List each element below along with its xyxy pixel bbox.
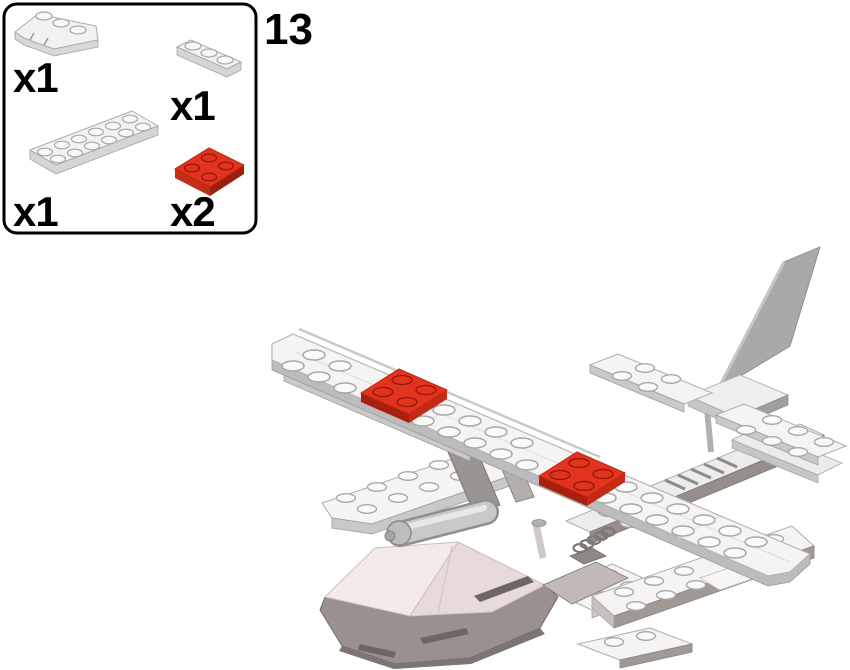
quantity-label-2: x1 (170, 82, 215, 129)
quantity-label-1: x1 (13, 54, 58, 101)
piece-wedge-plate-4x2-icon (14, 11, 99, 57)
quantity-label-4: x2 (170, 188, 215, 235)
bottom-step-plate (576, 627, 694, 669)
quantity-label-3: x1 (13, 188, 58, 235)
cockpit-deck (541, 561, 630, 605)
suspension-spring (569, 526, 616, 565)
engine-cylinder (384, 499, 499, 547)
red-plate-left-wing (359, 368, 449, 423)
parts-callout-box: x1 x1 x1 x2 (2, 2, 258, 235)
step-number: 13 (264, 5, 313, 54)
tail-stabilizer-left (588, 353, 714, 413)
boom-grille (664, 456, 738, 491)
fuselage-nose (319, 541, 630, 669)
seaplane-model (271, 246, 848, 669)
piece-plate-2x6-icon (28, 110, 160, 175)
piece-plate-1x3-icon (175, 39, 243, 78)
red-plate-right-wing (537, 451, 627, 506)
piece-plate-2x2-red-icon (173, 147, 246, 196)
hull-grille (358, 576, 534, 658)
tail-stabilizer-right (714, 403, 848, 466)
